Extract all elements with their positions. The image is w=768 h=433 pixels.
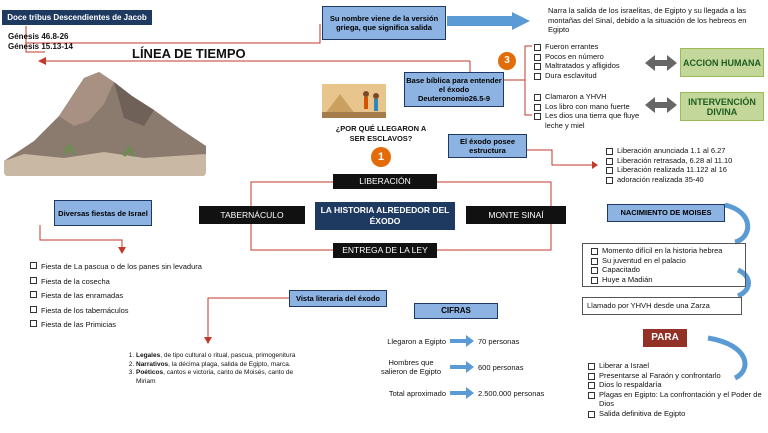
why-slaves-question: ¿POR QUÉ LLEGARON A SER ESCLAVOS? — [335, 124, 427, 143]
list-item: Clamaron a YHVH — [534, 92, 644, 102]
human-action-label: ACCION HUMANA — [680, 48, 764, 77]
para-box: PARA — [643, 329, 687, 347]
para-list: Liberar a Israel Presentarse al Faraón y… — [588, 361, 764, 418]
vista-literaria-box: Vista literaria del éxodo — [289, 290, 387, 307]
list-item: Capacitado — [591, 265, 741, 275]
list-item: Maltratados y afligidos — [534, 61, 644, 71]
list-item: Poéticos, cantos e victoria, canto de Mo… — [136, 369, 306, 386]
list-item: Les dios una tierra que fluye leche y mi… — [534, 111, 644, 130]
cifra-label: Total aproximado — [388, 389, 446, 398]
divine-intervention-label: INTERVENCIÓN DIVINA — [680, 92, 764, 121]
greek-name-box: Su nombre viene de la versión griega, qu… — [322, 6, 446, 40]
list-item: Presentarse al Faraón y confrontarlo — [588, 371, 764, 381]
list-item: Plagas en Egipto: La confrontación y el … — [588, 390, 764, 409]
liberacion-label: LIBERACIÓN — [333, 174, 437, 189]
nacimiento-list: Momento difícil en la historia hebrea Su… — [582, 243, 746, 287]
cifra-label: Llegaron a Egipto — [387, 337, 446, 346]
timeline-title: LÍNEA DE TIEMPO — [132, 46, 246, 61]
list-item: Dios lo respaldaría — [588, 380, 764, 390]
step-1-badge: 1 — [371, 147, 391, 167]
list-item: adoración realizada 35-40 — [606, 175, 766, 185]
list-item: Los libro con mano fuerte — [534, 102, 644, 112]
list-item: Dura esclavitud — [534, 71, 644, 81]
cifras-box: CIFRAS — [414, 303, 498, 319]
nacimiento-box: NACIMIENTO DE MOISES — [607, 204, 725, 222]
structure-box: El éxodo posee estructura — [448, 134, 527, 158]
list-item: Su juventud en el palacio — [591, 256, 741, 266]
cifra-value: 600 personas — [478, 363, 524, 372]
tribes-badge: Doce tribus Descendientes de Jacob — [2, 10, 152, 25]
entrega-ley-label: ENTREGA DE LA LEY — [333, 243, 437, 258]
list-item: Liberación realizada 11.122 al 16 — [606, 165, 766, 175]
mountain-image — [4, 66, 206, 176]
genesis-refs: Génesis 46.8-26 Génesis 15.13-14 — [8, 32, 73, 52]
human-action-list: Fueron errantes Pocos en número Maltrata… — [534, 42, 644, 80]
cifra-label: Hombres que salieron de Egipto — [380, 358, 442, 376]
genesis-ref: Génesis 46.8-26 — [8, 32, 69, 41]
list-item: Huye a Madián — [591, 275, 741, 285]
literary-list: Legales, de tipo cultural o ritual, pasc… — [122, 352, 306, 386]
list-item: Narrativos, la décima plaga, salida de E… — [136, 361, 306, 370]
list-item: Fiesta de las enramadas — [30, 289, 260, 304]
genesis-ref: Génesis 15.13-14 — [8, 42, 73, 51]
divine-list: Clamaron a YHVH Los libro con mano fuert… — [534, 92, 644, 130]
tabernaculo-label: TABERNÁCULO — [199, 206, 305, 224]
egypt-illustration — [322, 84, 386, 118]
list-item: Fueron errantes — [534, 42, 644, 52]
step-3-badge: 3 — [498, 52, 516, 70]
llamado-box: Llamado por YHVH desde una Zarza — [582, 297, 742, 315]
list-item: Fiesta de La pascua o de los panes sin l… — [30, 260, 260, 275]
center-title: LA HISTORIA ALREDEDOR DEL ÉXODO — [315, 202, 455, 230]
list-item: Fiesta de la cosecha — [30, 275, 260, 290]
biblical-base-box: Base bíblica para entender el éxodo Deut… — [404, 72, 504, 107]
fiestas-list: Fiesta de La pascua o de los panes sin l… — [30, 260, 260, 333]
list-item: Fiesta de los tabernáculos — [30, 304, 260, 319]
monte-sinai-label: MONTE SINAÍ — [466, 206, 566, 224]
list-item: Liberación anunciada 1.1 al 6.27 — [606, 146, 766, 156]
cifra-value: 2.500.000 personas — [478, 389, 545, 398]
structure-list: Liberación anunciada 1.1 al 6.27 Liberac… — [606, 146, 766, 184]
cifra-value: 70 personas — [478, 337, 520, 346]
list-item: Salida definitiva de Egipto — [588, 409, 764, 419]
list-item: Liberar a Israel — [588, 361, 764, 371]
fiestas-box: Diversas fiestas de Israel — [54, 200, 152, 226]
greek-name-text: Narra la salida de los israelitas, de Eg… — [548, 6, 747, 34]
list-item: Momento difícil en la historia hebrea — [591, 246, 741, 256]
list-item: Legales, de tipo cultural o ritual, pasc… — [136, 352, 306, 361]
list-item: Fiesta de las Primicias — [30, 318, 260, 333]
list-item: Liberación retrasada, 6.28 al 11.10 — [606, 156, 766, 166]
list-item: Pocos en número — [534, 52, 644, 62]
